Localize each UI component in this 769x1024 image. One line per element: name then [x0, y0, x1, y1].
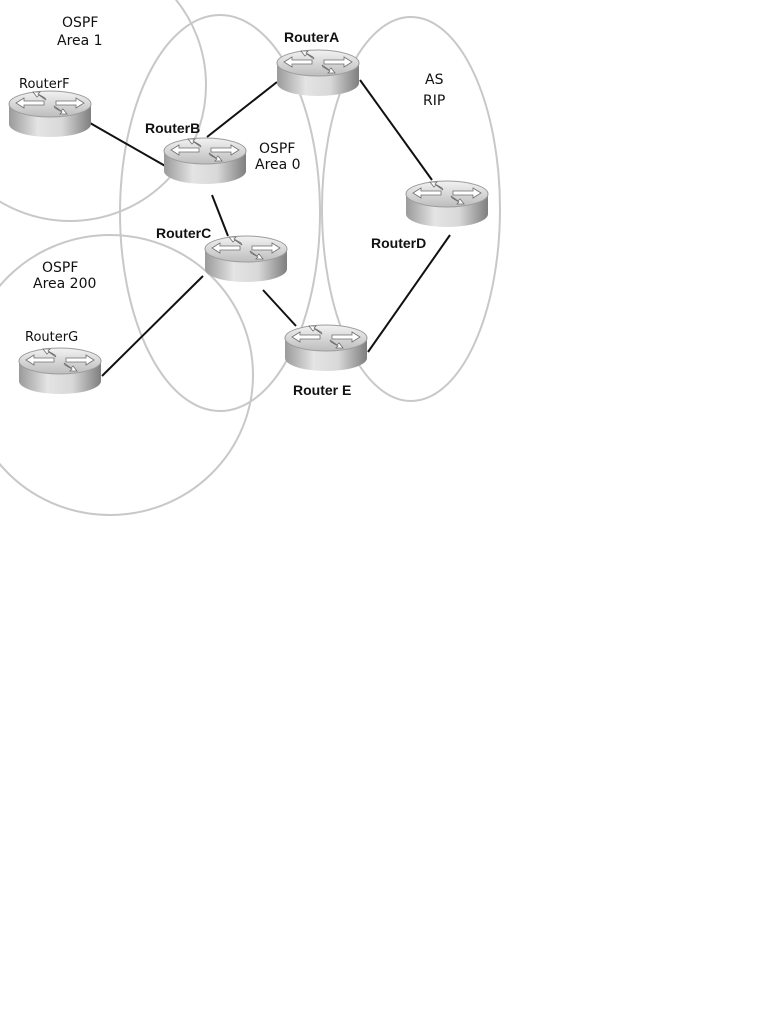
router-a-icon	[276, 49, 360, 97]
router-e-label: Router E	[293, 382, 351, 398]
router-e-icon	[284, 324, 368, 372]
area-1-label-line1: OSPF	[62, 15, 98, 31]
rip-label-line1: AS	[425, 72, 444, 88]
area-200-label-line1: OSPF	[42, 260, 78, 276]
area-200-label-line2: Area 200	[33, 276, 96, 292]
router-b-icon	[163, 137, 247, 185]
ospf-area-0-boundary	[119, 14, 321, 412]
router-a-label: RouterA	[284, 29, 339, 45]
router-f-icon	[8, 90, 92, 138]
router-d-label: RouterD	[371, 235, 426, 251]
link-routerc-routerg	[101, 275, 204, 377]
link-routerb-routera	[206, 81, 278, 138]
link-routera-routerd	[359, 79, 433, 181]
router-c-label: RouterC	[156, 225, 211, 241]
router-b-label: RouterB	[145, 120, 200, 136]
router-d-icon	[405, 180, 489, 228]
rip-label-line2: RIP	[423, 93, 445, 109]
router-g-label: RouterG	[25, 330, 78, 345]
router-c-icon	[204, 235, 288, 283]
ospf-area-1-boundary	[0, 0, 207, 222]
link-routerc-routere	[262, 289, 297, 327]
rip-as-boundary	[321, 16, 501, 402]
router-g-icon	[18, 347, 102, 395]
area-0-label-line1: OSPF	[259, 141, 295, 157]
link-routerf-routerb	[89, 122, 168, 168]
link-routerd-routere	[367, 234, 451, 353]
router-f-label: RouterF	[19, 77, 70, 92]
area-0-label-line2: Area 0	[255, 157, 301, 173]
area-1-label-line2: Area 1	[57, 33, 103, 49]
ospf-area-200-boundary	[0, 234, 254, 516]
link-routerb-routerc	[211, 194, 229, 237]
